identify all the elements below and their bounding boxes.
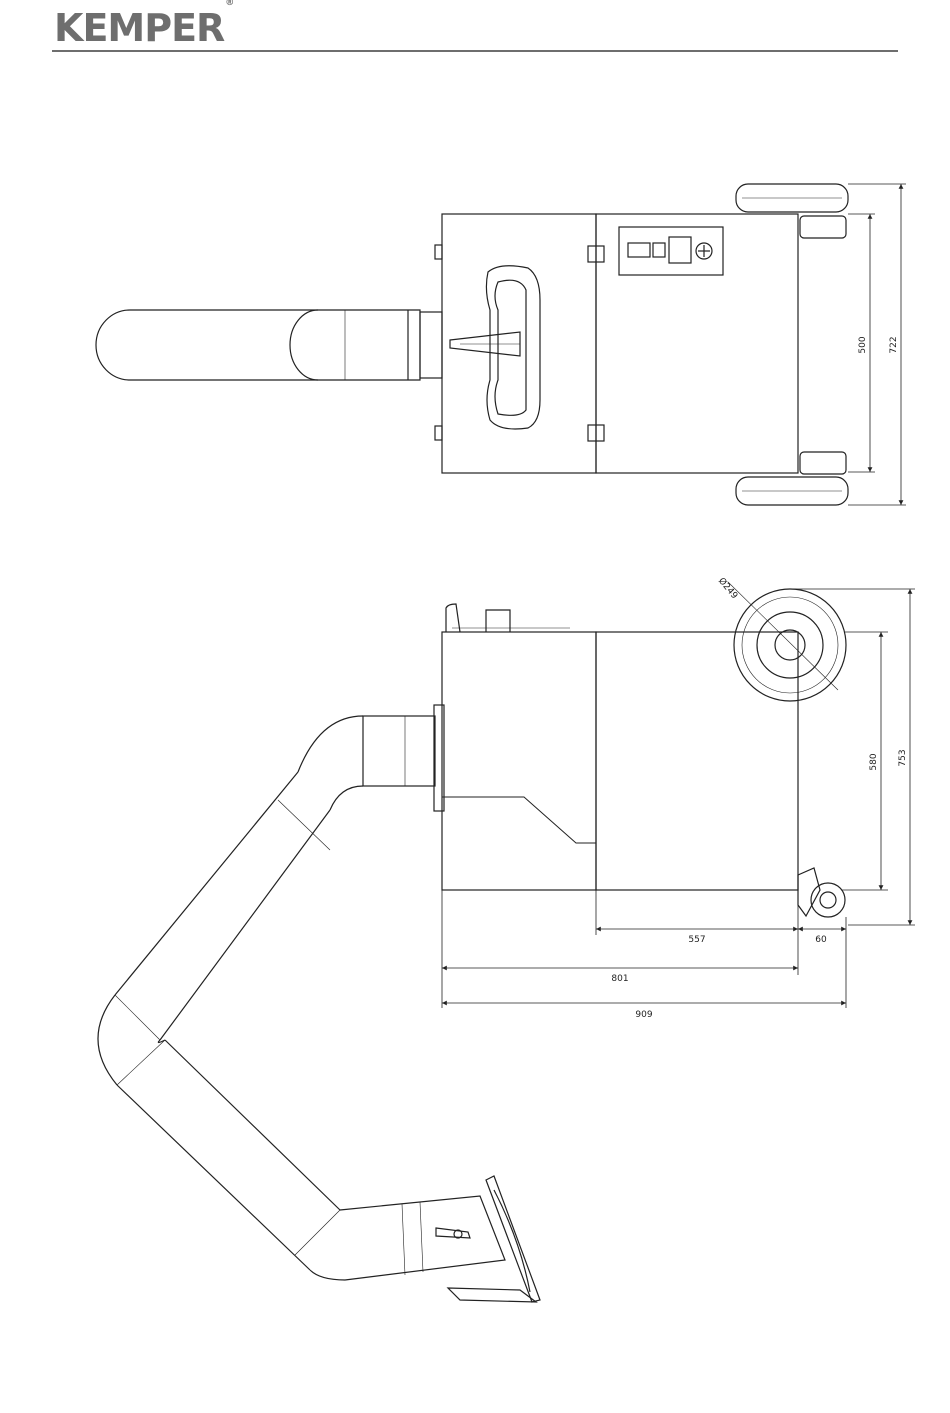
dim-base-length: 801 xyxy=(611,974,628,984)
clip-lower xyxy=(435,426,442,440)
body-front-section xyxy=(442,214,596,473)
side-wheel xyxy=(728,582,846,701)
dim-caster-offset: 60 xyxy=(815,935,827,945)
dim-body-length: 557 xyxy=(688,935,705,945)
dim-body-height: 580 xyxy=(869,753,879,770)
extraction-hood-side xyxy=(448,1176,540,1302)
side-handle-b xyxy=(486,610,510,632)
extraction-arm-top xyxy=(96,310,442,380)
side-view-dimensions xyxy=(442,589,915,1008)
top-wheel-lower xyxy=(736,477,848,505)
side-body-rear xyxy=(596,632,798,890)
dim-wheel-diameter: Ø249 xyxy=(716,576,740,602)
top-view xyxy=(96,184,848,505)
dim-outer-width: 722 xyxy=(889,336,899,353)
top-wheel-upper xyxy=(736,184,848,212)
dim-total-height: 753 xyxy=(898,749,908,766)
dim-total-length: 909 xyxy=(635,1010,652,1020)
side-view xyxy=(98,582,846,1302)
caster-upper xyxy=(800,216,846,238)
caster-lower xyxy=(800,452,846,474)
body-rear-section xyxy=(596,214,798,473)
dim-inner-width: 500 xyxy=(858,336,868,353)
control-panel xyxy=(619,227,723,275)
extraction-hood-top xyxy=(450,266,540,429)
side-body-front xyxy=(442,632,596,890)
side-caster xyxy=(798,868,845,917)
side-inner-shelf xyxy=(442,797,596,843)
clip-upper xyxy=(435,245,442,259)
